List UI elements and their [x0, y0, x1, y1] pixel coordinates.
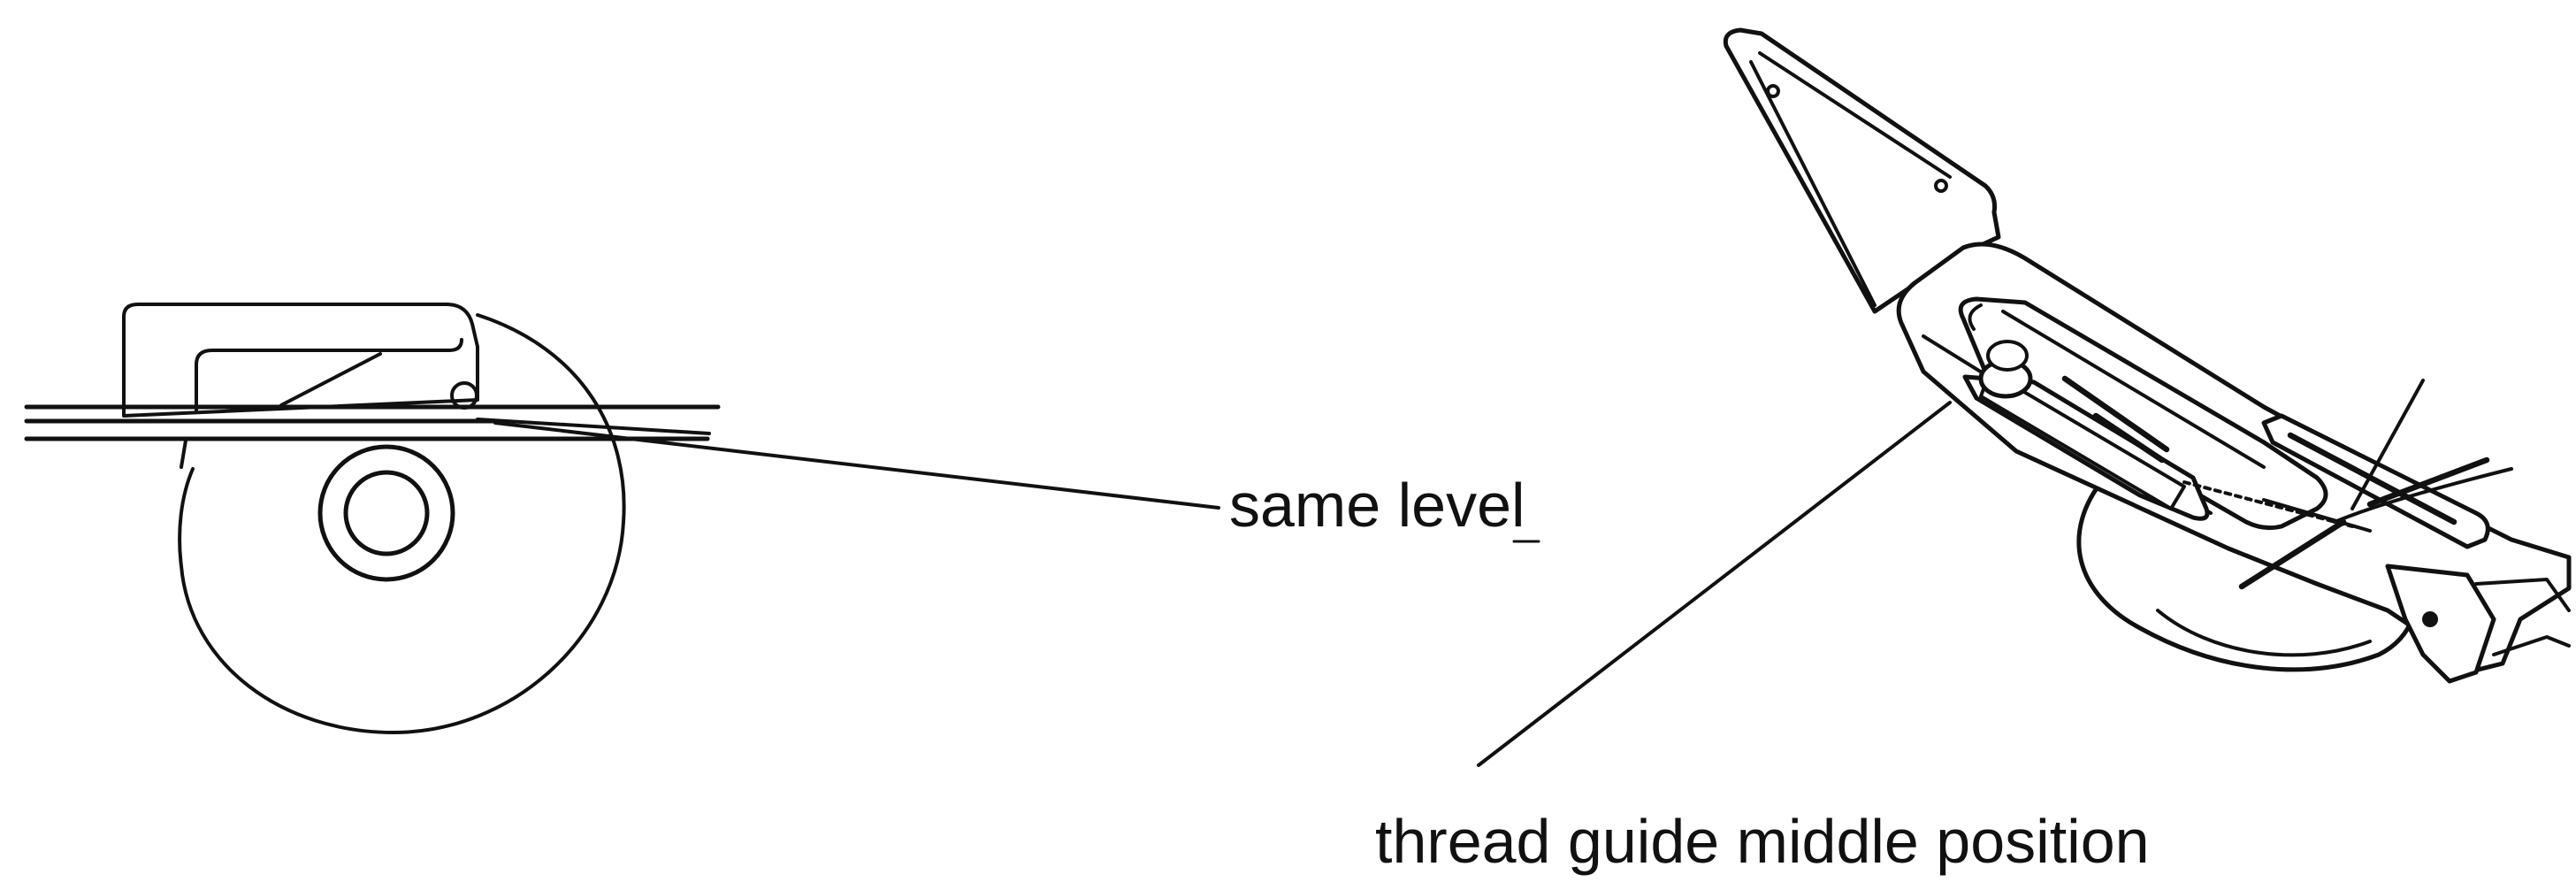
plate-screw-lower — [1934, 179, 1948, 193]
thread-guide-bracket — [122, 303, 479, 418]
thread-guide-part — [1962, 340, 2210, 521]
thread-lines — [24, 404, 721, 469]
thread-rail — [2261, 413, 2490, 549]
end-bracket-hole — [2422, 611, 2438, 627]
plate-screw-upper — [1766, 84, 1780, 98]
end-bracket — [2385, 564, 2571, 684]
upper-mounting-plate — [1723, 27, 2001, 314]
left-hook-side-view — [24, 303, 1220, 734]
same-level-leader — [493, 421, 1220, 510]
right-hook-perspective-view — [1477, 27, 2572, 767]
thread-guide-label: thread guide middle position — [1375, 807, 2150, 876]
guide-slot-plate — [1958, 296, 2328, 531]
hook-centre-boss — [317, 444, 455, 582]
thread-bars — [2182, 379, 2513, 590]
same-level-label: same level — [1229, 471, 1525, 540]
thread-guide-leader — [1477, 401, 1952, 767]
